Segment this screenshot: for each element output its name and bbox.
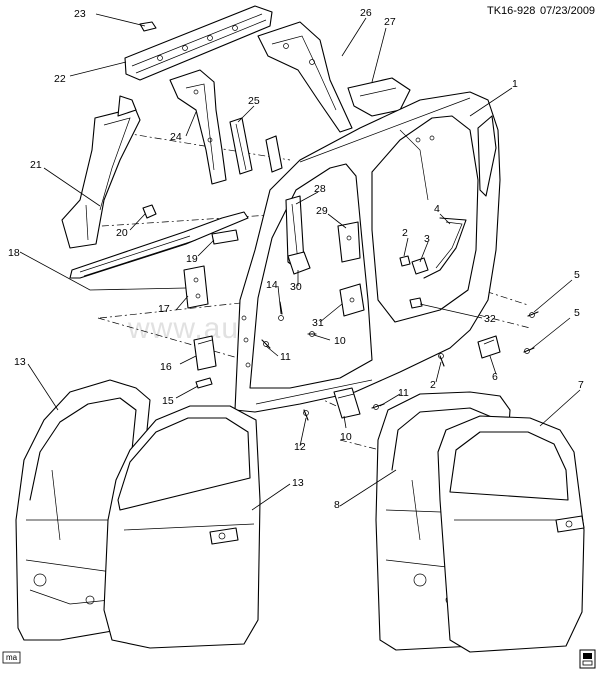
callout-10-lower: 11 bbox=[398, 387, 409, 399]
part-1-body-side-outer bbox=[234, 91, 501, 413]
callout-10-upper: 10 bbox=[334, 335, 346, 347]
part-26-rear-upper-panel bbox=[257, 21, 353, 133]
pillar-strip bbox=[265, 135, 283, 173]
callout-29: 29 bbox=[316, 205, 328, 217]
part-19-bracket bbox=[211, 229, 239, 245]
callout-18: 18 bbox=[8, 247, 20, 259]
part-22-roof-rail bbox=[124, 5, 273, 81]
part-13-front-door-outer bbox=[103, 405, 261, 649]
part-17-hinge-reinforcement bbox=[183, 265, 209, 309]
part-25-reinforcement bbox=[229, 117, 253, 175]
parts-catalog-icon bbox=[579, 649, 596, 669]
callout-2-upper: 2 bbox=[402, 227, 408, 239]
callout-28: 28 bbox=[314, 183, 326, 195]
leader-lines bbox=[19, 13, 581, 511]
callout-6: 6 bbox=[492, 371, 498, 383]
callout-31: 31 bbox=[312, 317, 324, 329]
part-5-bolts bbox=[523, 311, 539, 354]
callout-5-lower: 5 bbox=[574, 307, 580, 319]
part-31-bracket bbox=[339, 283, 365, 317]
part-32-bracket bbox=[409, 297, 423, 309]
callout-labels: 23 22 21 20 24 25 26 27 1 28 29 4 2 3 30… bbox=[8, 7, 584, 511]
callout-20: 20 bbox=[116, 227, 128, 239]
callout-21: 21 bbox=[30, 159, 42, 171]
part-12-bolt bbox=[278, 301, 284, 321]
part-24-center-pillar bbox=[169, 69, 227, 185]
part-10-bolt-upper bbox=[307, 331, 317, 337]
callout-4: 4 bbox=[434, 203, 440, 215]
part-4-weatherstrip bbox=[423, 217, 467, 279]
callout-1: 1 bbox=[512, 78, 518, 90]
part-15-strap bbox=[195, 377, 213, 389]
callout-23: 23 bbox=[74, 8, 86, 20]
part-21-front-pillar bbox=[61, 95, 141, 249]
part-3-striker bbox=[411, 257, 429, 275]
callout-11-upper: 11 bbox=[280, 351, 291, 363]
part-7-rear-door-outer bbox=[437, 415, 585, 653]
part-9-lower-hinge bbox=[333, 387, 361, 419]
corner-tag: ma bbox=[2, 651, 21, 664]
callout-3: 3 bbox=[424, 233, 430, 245]
callout-24: 24 bbox=[170, 131, 182, 143]
corner-tag-text: ma bbox=[6, 653, 18, 662]
part-6-hinge bbox=[477, 335, 501, 359]
callout-13: 13 bbox=[292, 477, 304, 489]
callout-5-upper: 5 bbox=[574, 269, 580, 281]
part-28-pillar-reinforcement bbox=[285, 195, 305, 269]
callout-14: 13 bbox=[14, 356, 26, 368]
reference-code: TK16-928 bbox=[487, 5, 535, 17]
callout-19: 19 bbox=[186, 253, 198, 265]
callout-30: 30 bbox=[290, 281, 302, 293]
callout-17: 17 bbox=[158, 303, 170, 315]
part-2-bolt-upper bbox=[399, 255, 411, 267]
callout-15: 15 bbox=[162, 395, 174, 407]
part-23-clip bbox=[139, 21, 157, 32]
callout-9: 10 bbox=[340, 431, 352, 443]
callout-32: 32 bbox=[484, 313, 496, 325]
callout-16: 16 bbox=[160, 361, 172, 373]
revision-date: 07/23/2009 bbox=[540, 5, 595, 17]
callout-27: 27 bbox=[384, 16, 396, 28]
callout-2-lower: 2 bbox=[430, 379, 436, 391]
callout-11-lower: 12 bbox=[294, 441, 306, 453]
part-11-bolt-lower bbox=[303, 409, 309, 421]
callout-12: 14 bbox=[266, 279, 278, 291]
callout-26: 26 bbox=[360, 7, 372, 19]
part-30-hinge-bracket bbox=[287, 251, 311, 275]
part-18-rocker-panel bbox=[69, 211, 249, 279]
part-20-clip bbox=[142, 204, 157, 219]
callout-25: 25 bbox=[248, 95, 260, 107]
part-2-bolt-lower bbox=[438, 353, 445, 367]
part-16-hinge bbox=[193, 335, 217, 371]
callout-7: 7 bbox=[578, 379, 584, 391]
callout-22: 22 bbox=[54, 73, 66, 85]
part-29-bracket bbox=[337, 221, 361, 263]
callout-8: 8 bbox=[334, 499, 340, 511]
